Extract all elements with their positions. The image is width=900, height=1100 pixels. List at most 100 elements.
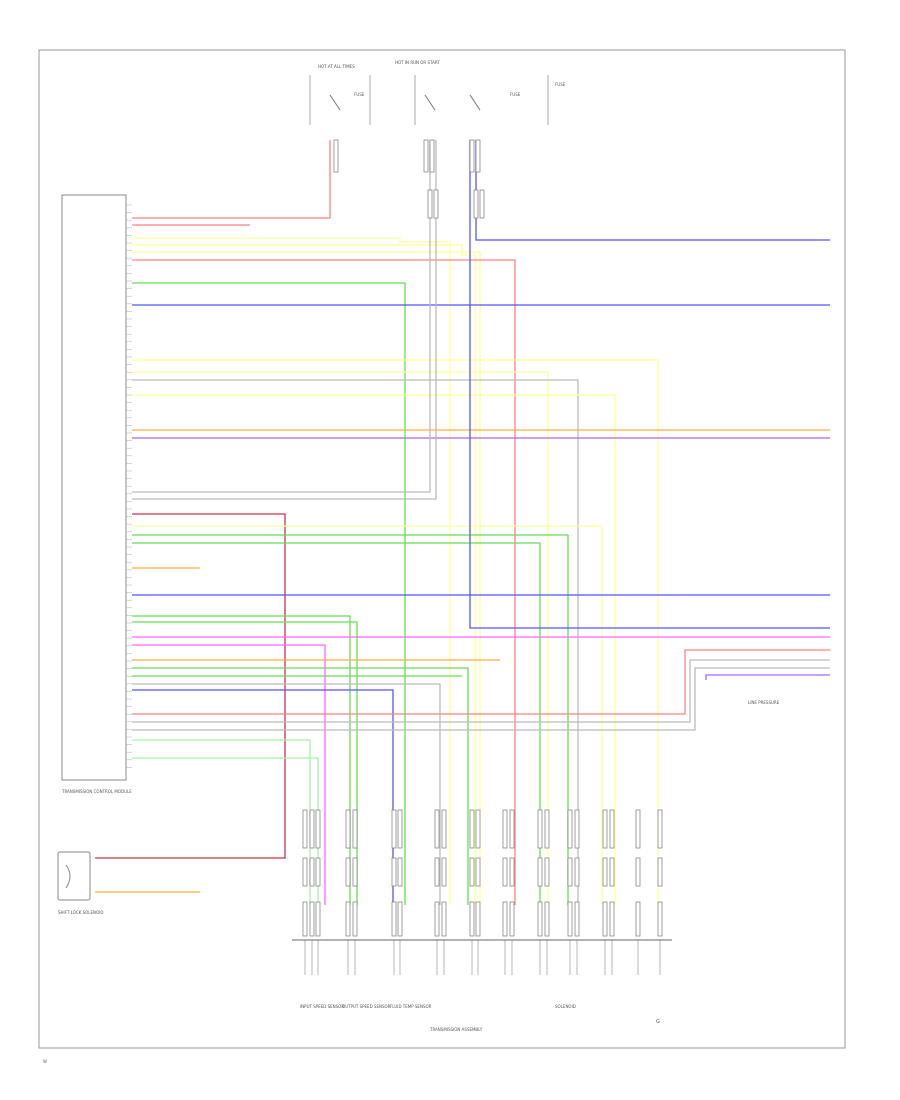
connector-block (352, 901, 358, 937)
connector-block (574, 857, 580, 887)
fuse-connector-block (473, 189, 479, 219)
connector-block (602, 901, 608, 937)
wire-red (132, 259, 516, 905)
connector-block (397, 901, 403, 937)
connector-block (352, 809, 358, 849)
connector-block (391, 809, 397, 849)
connector-block (602, 857, 608, 887)
connector-block (502, 901, 508, 937)
fuse-connector-block (429, 139, 435, 173)
connector-block (309, 901, 315, 937)
connector-block (475, 901, 481, 937)
connector-block (537, 901, 543, 937)
connector-block (469, 901, 475, 937)
sensor-label-3: FLUID TEMP SENSOR (390, 1004, 432, 1009)
connector-block (315, 901, 321, 937)
connector-block (544, 857, 550, 887)
connector-block (502, 857, 508, 887)
wire-gray (132, 140, 437, 500)
shift-lock-coil-icon (65, 864, 71, 889)
connector-block (635, 809, 641, 849)
fuse-connector-block (469, 139, 475, 173)
connector-block (537, 857, 543, 887)
connector-block (345, 857, 351, 887)
wire-gray (132, 667, 830, 731)
connector-block (509, 901, 515, 937)
connector-block (315, 857, 321, 887)
connector-block (609, 857, 615, 887)
fuse-connector-block (479, 189, 485, 219)
connector-block (391, 901, 397, 937)
connector-block (302, 857, 308, 887)
tcm-module-box (61, 194, 127, 781)
wire-gray (132, 140, 431, 493)
connector-block (397, 809, 403, 849)
connector-block (509, 857, 515, 887)
wire-red (132, 649, 830, 715)
connector-block (657, 901, 663, 937)
footer-label: W (43, 1059, 47, 1064)
connector-block (544, 901, 550, 937)
wire-blue (469, 140, 830, 629)
connector-block (602, 809, 608, 849)
shift-lock-solenoid (57, 851, 91, 901)
fuse-label-b: FUSE (510, 92, 521, 97)
wire-gray (132, 683, 441, 905)
connector-block (475, 857, 481, 887)
connector-block (391, 857, 397, 887)
sensor-label-2: OUTPUT SPEED SENSOR (342, 1004, 391, 1009)
ground-note: G (656, 1019, 660, 1025)
wire-blue (475, 140, 830, 241)
wire-green (132, 282, 406, 905)
diagram-frame (38, 49, 846, 1049)
fuse-connector-block (423, 139, 429, 173)
wire-yellow (132, 394, 616, 905)
top-fuse-block: HOT AT ALL TIMES HOT IN RUN OR START FUS… (309, 60, 566, 125)
connector-block (309, 857, 315, 887)
connector-block (302, 901, 308, 937)
fuse-connector-block (475, 139, 481, 173)
connector-block (574, 809, 580, 849)
wire-green (132, 615, 351, 905)
fuse-label-c: FUSE (555, 82, 566, 87)
connector-block (345, 809, 351, 849)
connector-block (609, 809, 615, 849)
connector-block (302, 809, 308, 849)
wire-magenta (132, 644, 326, 905)
connector-block (567, 857, 573, 887)
wire-yellow (132, 251, 481, 905)
shift-lock-label: SHIFT LOCK SOLENOID (58, 910, 103, 915)
wire-darkred (95, 513, 286, 859)
connector-block (315, 809, 321, 849)
connector-block (635, 857, 641, 887)
connectors (292, 139, 672, 975)
wire-yellow (132, 237, 451, 905)
wire-yellow (132, 359, 659, 905)
wire-yellow (132, 525, 603, 905)
connector-block (635, 901, 641, 937)
wire-green (132, 621, 358, 905)
wire-green (132, 667, 469, 905)
wire-gray (132, 659, 830, 723)
connector-block (441, 857, 447, 887)
top-relay-label-2: HOT IN RUN OR START (395, 60, 440, 65)
connector-block (434, 857, 440, 887)
connector-block (657, 809, 663, 849)
wire-violet (705, 674, 830, 680)
top-relay-label-1: HOT AT ALL TIMES (318, 64, 355, 69)
connector-block (509, 809, 515, 849)
fuse-label-a: FUSE (354, 92, 365, 97)
fuse-connector-block (427, 189, 433, 219)
wire-lightgreen (132, 739, 311, 905)
tcm-pin-ticks (126, 204, 132, 768)
connector-block (345, 901, 351, 937)
connector-block (309, 809, 315, 849)
connector-block (397, 857, 403, 887)
connector-block (434, 809, 440, 849)
connector-block (544, 809, 550, 849)
connector-block (469, 857, 475, 887)
solenoid-group-label: SOLENOID (555, 1004, 576, 1009)
right-note-label: LINE PRESSURE (748, 700, 780, 705)
connector-block (469, 809, 475, 849)
